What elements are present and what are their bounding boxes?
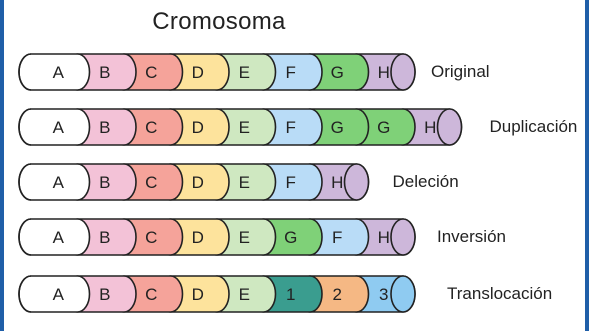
segment-label: D (192, 63, 204, 82)
segment-label: E (239, 285, 250, 304)
chromosome-end-cap (345, 164, 369, 200)
chromosome-end-cap (391, 276, 415, 312)
chromosome-row-original: H G F E D C B A Original (4, 50, 589, 94)
chromosome-end-cap (391, 54, 415, 90)
segment-label: B (99, 228, 110, 247)
segment-label: F (286, 173, 296, 192)
segment-label: D (192, 118, 204, 137)
segment-label: F (286, 63, 296, 82)
segment-label: E (239, 228, 250, 247)
segment-label: D (192, 228, 204, 247)
segment-label: C (145, 63, 157, 82)
segment-label: H (378, 228, 390, 247)
segment-label: 2 (333, 285, 342, 304)
row-label-duplicacion: Duplicación (490, 117, 578, 137)
segment-label: H (378, 63, 390, 82)
row-label-translocacion: Translocación (447, 284, 552, 304)
chromosome-row-inversion: H F G E D C B A Inversión (4, 215, 589, 259)
segment-label: E (239, 173, 250, 192)
segment-label: 1 (286, 285, 295, 304)
segment-label: H (424, 118, 436, 137)
segment-label: 3 (379, 285, 388, 304)
segment-label: B (99, 173, 110, 192)
segment-label: C (145, 173, 157, 192)
segment-label: F (286, 118, 296, 137)
segment-label: H (331, 173, 343, 192)
segment-label: B (99, 285, 110, 304)
row-label-inversion: Inversión (437, 227, 506, 247)
segment-label: C (145, 228, 157, 247)
segment-label: E (239, 63, 250, 82)
segment-label: A (53, 63, 65, 82)
segment-label: C (145, 285, 157, 304)
segment-label: D (192, 173, 204, 192)
segment-label: D (192, 285, 204, 304)
chromosome-end-cap (438, 109, 462, 145)
chromosome-row-delecion: H F E D C B A Deleción (4, 160, 589, 204)
segment-label: A (53, 228, 65, 247)
segment-label: G (331, 118, 344, 137)
segment-label: G (331, 63, 344, 82)
segment-label: G (284, 228, 297, 247)
segment-label: A (53, 173, 65, 192)
chromosome-end-cap (391, 219, 415, 255)
segment-label: E (239, 118, 250, 137)
segment-label: A (53, 118, 65, 137)
segment-label: B (99, 118, 110, 137)
segment-label: C (145, 118, 157, 137)
row-label-delecion: Deleción (393, 172, 459, 192)
segment-label: B (99, 63, 110, 82)
segment-label: F (332, 228, 342, 247)
chromosome-row-duplicacion: H G G F E D C B A Duplicación (4, 105, 589, 149)
segment-label: A (53, 285, 65, 304)
diagram-title: Cromosoma (4, 8, 434, 36)
chromosome-row-translocacion: 3 2 1 E D C B A Translocación (4, 272, 589, 316)
row-label-original: Original (431, 62, 490, 82)
segment-label: G (377, 118, 390, 137)
